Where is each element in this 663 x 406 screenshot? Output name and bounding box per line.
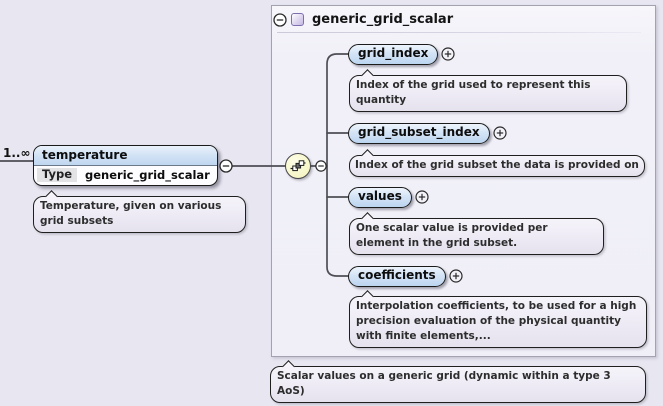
expand-icon[interactable]: [449, 269, 463, 283]
header-separator: [277, 32, 641, 33]
element-coefficients-row: coefficients: [348, 265, 463, 287]
doc-generic-grid-scalar: Scalar values on a generic grid (dynamic…: [270, 366, 646, 403]
expand-icon[interactable]: [493, 126, 507, 140]
element-temperature[interactable]: temperature Type generic_grid_scalar: [33, 145, 218, 186]
element-grid-index[interactable]: grid_index: [348, 43, 439, 65]
element-values-row: values: [348, 186, 429, 208]
element-name: temperature: [34, 146, 217, 166]
collapse-icon[interactable]: [219, 159, 233, 173]
doc-temperature: Temperature, given on various grid subse…: [33, 196, 246, 233]
expand-icon[interactable]: [415, 190, 429, 204]
collapse-icon[interactable]: [315, 160, 327, 172]
cardinality-label: 1..∞: [3, 146, 31, 160]
doc-coefficients: Interpolation coefficients, to be used f…: [349, 296, 647, 348]
sequence-compositor[interactable]: [285, 153, 311, 179]
collapse-icon[interactable]: [273, 13, 287, 27]
wire-trunk: [326, 53, 349, 277]
expand-icon[interactable]: [441, 47, 455, 61]
element-type-row: Type generic_grid_scalar: [34, 166, 217, 185]
complex-type-title: generic_grid_scalar: [312, 12, 454, 27]
element-grid-subset-index[interactable]: grid_subset_index: [348, 122, 490, 144]
doc-grid-subset-index: Index of the grid subset the data is pro…: [349, 155, 645, 177]
type-label: Type: [37, 168, 78, 182]
sequence-icon: [290, 160, 306, 172]
element-grid-subset-index-row: grid_subset_index: [348, 122, 507, 144]
element-values[interactable]: values: [348, 186, 412, 208]
complex-type-icon: [291, 13, 304, 26]
element-grid-index-row: grid_index: [348, 43, 455, 65]
type-value: generic_grid_scalar: [85, 167, 210, 182]
doc-grid-index: Index of the grid used to represent this…: [349, 75, 627, 112]
element-coefficients[interactable]: coefficients: [348, 265, 446, 287]
doc-values: One scalar value is provided per element…: [349, 218, 604, 255]
